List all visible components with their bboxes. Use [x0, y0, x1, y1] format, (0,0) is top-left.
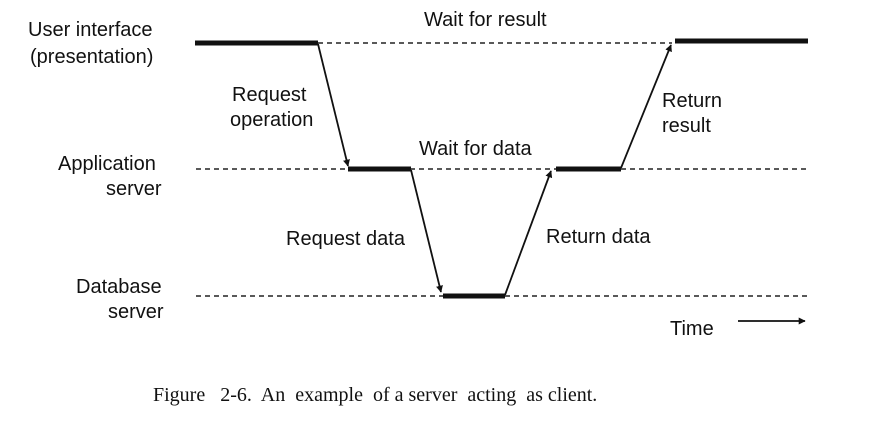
- request-operation-arrow: [317, 43, 350, 167]
- request-operation-label-line1: Request: [232, 84, 307, 106]
- return-data-arrow: [504, 170, 553, 296]
- lane-label-db-line1: Database: [76, 276, 162, 298]
- wait-for-data-label: Wait for data: [419, 138, 533, 160]
- lane-label-app-line1: Application: [58, 153, 156, 175]
- wait-for-result-label: Wait for result: [424, 9, 547, 31]
- request-data-label: Request data: [286, 228, 406, 250]
- lane-label-app-line2: server: [106, 178, 162, 200]
- time-label: Time: [670, 318, 714, 340]
- lane-label-ui-line1: User interface: [28, 19, 153, 41]
- lane-label-ui-line2: (presentation): [30, 46, 153, 68]
- return-data-label: Return data: [546, 226, 651, 248]
- return-result-label-line2: result: [662, 115, 711, 137]
- return-result-label-line1: Return: [662, 90, 722, 112]
- request-data-arrow: [410, 169, 443, 293]
- return-result-arrow: [620, 44, 672, 169]
- figure-caption: Figure 2-6. An example of a server actin…: [153, 384, 597, 406]
- request-operation-label-line2: operation: [230, 109, 313, 131]
- lane-label-db-line2: server: [108, 301, 164, 323]
